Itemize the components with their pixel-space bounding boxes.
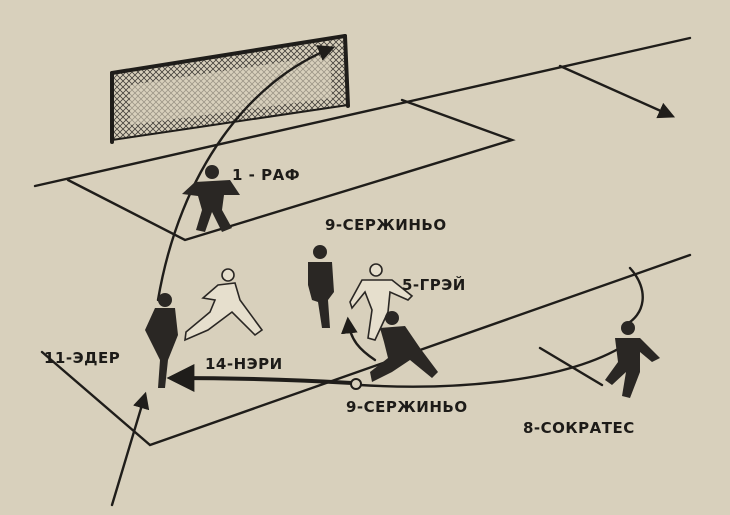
player-socrates bbox=[605, 321, 660, 398]
player-neri bbox=[184, 268, 264, 342]
player-eder bbox=[145, 293, 178, 388]
pass-to-eder bbox=[166, 364, 354, 393]
cross-line bbox=[558, 64, 676, 119]
player-serginho-bottom bbox=[370, 311, 438, 382]
serginho-run bbox=[340, 316, 377, 362]
player-serginho-top bbox=[308, 245, 334, 328]
label-eder: 11-ЭДЕР bbox=[44, 349, 120, 367]
goal-line bbox=[33, 36, 692, 188]
shot-trajectory bbox=[156, 45, 336, 302]
goal bbox=[110, 34, 350, 144]
ball-icon bbox=[350, 378, 362, 390]
socrates-dribble bbox=[358, 343, 627, 388]
label-neri: 14-НЭРИ bbox=[205, 355, 283, 373]
goal-area bbox=[66, 98, 516, 242]
penalty-area bbox=[40, 253, 692, 447]
label-serginho-bottom: 9-СЕРЖИНЬО bbox=[346, 398, 468, 416]
player-goalkeeper bbox=[182, 165, 240, 232]
eder-run bbox=[110, 391, 150, 507]
socrates-approach bbox=[538, 346, 604, 387]
label-socrates: 8-СОКРАТЕС bbox=[523, 419, 635, 437]
label-serginho-top: 9-СЕРЖИНЬО bbox=[325, 216, 447, 234]
field-lines bbox=[33, 36, 692, 447]
label-goalkeeper: 1 - РАФ bbox=[232, 166, 300, 184]
label-grey: 5-ГРЭЙ bbox=[402, 275, 466, 294]
player-grey bbox=[349, 263, 414, 341]
player-labels: 1 - РАФ 9-СЕРЖИНЬО 5-ГРЭЙ 11-ЭДЕР 14-НЭР… bbox=[44, 166, 635, 437]
